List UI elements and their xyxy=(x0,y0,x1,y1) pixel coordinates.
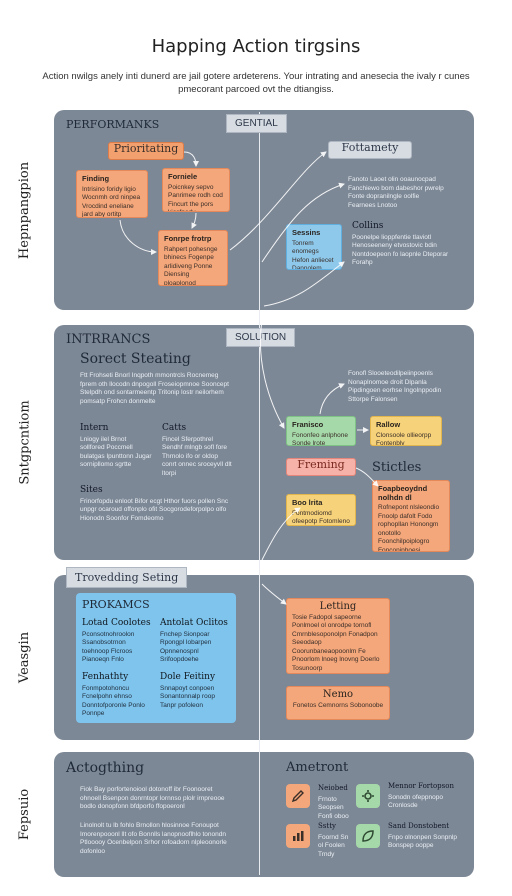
panel-section-4 xyxy=(54,752,474,877)
column-divider xyxy=(259,112,260,875)
s2-top-right-text: Fonofl Slooeteodilpeiinpoenls Nonaplnomo… xyxy=(348,370,442,403)
s1-tag: GENTIAL xyxy=(226,114,287,133)
s4-right-heading: Ametront xyxy=(286,760,349,775)
s2-left-label: INTRRANCS xyxy=(66,332,151,347)
side-label-section-2: Sntgpcntiom xyxy=(17,400,33,485)
s2-tag: SOLUTION xyxy=(226,328,296,347)
s2-stictles: Stictles xyxy=(372,460,422,475)
page-title: Happing Action tirgsins xyxy=(151,36,361,57)
s3-panel-label: PROKAMCS xyxy=(82,598,150,611)
s1-right-heading: Fottamety xyxy=(328,141,412,159)
s2-framing-box: Freming xyxy=(286,458,356,476)
s1-prioritating-box: Prioritating xyxy=(108,142,184,160)
s2-heading: Sorect Steating xyxy=(80,351,191,367)
s4-left-heading: Actogthing xyxy=(66,760,145,776)
s1-right-text: Fanoto Laoet olin ooaunocpad Fanchiewo b… xyxy=(348,176,444,209)
side-label-section-1: Hepnpangpion xyxy=(17,161,33,259)
side-label-section-4: Fepsuio xyxy=(17,788,33,841)
s3-tag: Trovedding Seting xyxy=(66,567,188,588)
gear-icon xyxy=(356,784,380,808)
leaf-icon xyxy=(356,824,380,848)
s2-paragraph: Ftt Frohseti Bnorl Inqpoth mmontrcls Roc… xyxy=(80,372,229,405)
pencil-icon xyxy=(286,784,310,808)
s4-paragraph-1: Fiok Bay porfortenoiool dotonoff ibr Foo… xyxy=(80,786,225,810)
side-label-section-3: Veasgin xyxy=(17,631,33,684)
page-subtitle: Action nwilgs anely inti dunerd are jail… xyxy=(42,71,470,95)
chart-icon xyxy=(286,824,310,848)
s4-paragraph-2: Linolnolt tu lb fohlo Brnollon hlosinnoe… xyxy=(80,822,227,855)
s1-left-label: PERFORMANKS xyxy=(66,118,160,131)
